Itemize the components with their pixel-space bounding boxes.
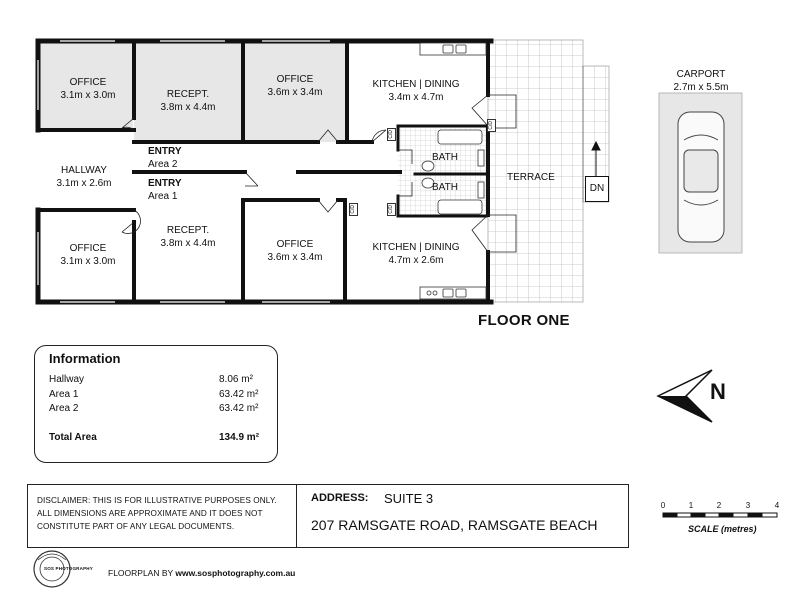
- room-dim: 3.4m x 4.7m: [388, 92, 444, 103]
- room-hallway: HALLWAY 3.1m x 2.6m: [44, 164, 124, 190]
- room-bath-bottom: BATH: [432, 181, 458, 194]
- room-dim: 3.8m x 4.4m: [160, 102, 216, 113]
- disclaimer-text: DISCLAIMER: THIS IS FOR ILLUSTRATIVE PUR…: [37, 496, 277, 531]
- floor-title: FLOOR ONE: [478, 312, 570, 329]
- scale-title: SCALE (metres): [688, 524, 757, 534]
- info-total-value: 134.9 m²: [219, 432, 260, 443]
- cupboard-tag-text: C/D: [488, 121, 494, 130]
- cupboard-tag: C/D: [387, 128, 396, 141]
- room-dim: 3.1m x 3.0m: [60, 90, 116, 101]
- room-dim: 3.1m x 3.0m: [60, 256, 116, 267]
- room-name: OFFICE: [69, 243, 107, 254]
- info-label: Hallway: [49, 374, 85, 385]
- room-dim: 3.6m x 3.4m: [267, 252, 323, 263]
- kitchen-counters: [419, 42, 487, 300]
- information-title: Information: [49, 351, 121, 366]
- room-dim: 3.1m x 2.6m: [56, 178, 112, 189]
- compass-north-letter: N: [710, 379, 726, 404]
- room-name: ENTRY: [148, 178, 182, 189]
- room-entry-area-1: ENTRY Area 1: [148, 177, 182, 203]
- info-total-label: Total Area: [49, 432, 97, 443]
- info-label: Area 2: [49, 403, 79, 414]
- room-name: OFFICE: [276, 74, 314, 85]
- windows: [37, 40, 330, 303]
- logo-text: SOS PHOTOGRAPHY: [44, 566, 93, 571]
- stairs-down-label: DN: [585, 176, 609, 202]
- room-entry-area-2: ENTRY Area 2: [148, 145, 182, 171]
- info-label: Area 1: [49, 389, 79, 400]
- room-name: CARPORT: [676, 69, 726, 80]
- room-dim: Area 2: [148, 159, 178, 170]
- room-carport: CARPORT 2.7m x 5.5m: [660, 68, 742, 94]
- cupboard-tag: C/D: [349, 203, 358, 216]
- room-office-top-left: OFFICE 3.1m x 3.0m: [44, 76, 132, 102]
- room-dim: 4.7m x 2.6m: [388, 255, 444, 266]
- room-office-bottom-left: OFFICE 3.1m x 3.0m: [44, 242, 132, 268]
- door-swings: [121, 94, 517, 253]
- room-dim: 3.8m x 4.4m: [160, 238, 216, 249]
- info-value: 63.42 m²: [219, 389, 259, 400]
- room-terrace: TERRACE: [507, 171, 555, 184]
- room-name: RECEPT.: [166, 89, 210, 100]
- bath-fixtures: [421, 129, 485, 215]
- cupboard-tag-text: C/D: [350, 205, 356, 214]
- sos-photography-logo: [33, 550, 71, 588]
- scale-tick-label: 0: [660, 501, 666, 510]
- compass-icon: [656, 369, 713, 423]
- scale-bar: [662, 512, 778, 518]
- room-dim: Area 1: [148, 191, 178, 202]
- address-suite: SUITE 3: [384, 491, 434, 506]
- carport: [658, 92, 743, 254]
- room-bath-top: BATH: [432, 151, 458, 164]
- cupboard-tag-text: C/D: [388, 205, 394, 214]
- footer-website-link[interactable]: www.sosphotography.com.au: [175, 568, 296, 578]
- scale-tick-label: 1: [688, 501, 694, 510]
- room-office-bottom: OFFICE 3.6m x 3.4m: [246, 238, 344, 264]
- room-recept-top: RECEPT. 3.8m x 4.4m: [138, 88, 238, 114]
- cupboard-tag: C/D: [387, 203, 396, 216]
- address-street: 207 RAMSGATE ROAD, RAMSGATE BEACH: [311, 517, 598, 533]
- footer-credit: FLOORPLAN BY www.sosphotography.com.au: [108, 568, 295, 578]
- room-name: BATH: [432, 152, 458, 163]
- info-value: 8.06 m²: [219, 374, 253, 385]
- room-name: TERRACE: [507, 172, 555, 183]
- room-kitchen-bottom: KITCHEN | DINING 4.7m x 2.6m: [358, 241, 474, 267]
- scale-tick-label: 2: [716, 501, 722, 510]
- room-office-top: OFFICE 3.6m x 3.4m: [246, 73, 344, 99]
- room-fills: [40, 42, 347, 142]
- room-name: BATH: [432, 182, 458, 193]
- room-dim: 3.6m x 3.4m: [267, 87, 323, 98]
- cupboard-tag-text: C/D: [388, 130, 394, 139]
- room-name: ENTRY: [148, 146, 182, 157]
- room-name: OFFICE: [69, 77, 107, 88]
- room-dim: 2.7m x 5.5m: [673, 82, 729, 93]
- room-name: RECEPT.: [166, 225, 210, 236]
- information-panel: Information Hallway 8.06 m² Area 1 63.42…: [34, 345, 278, 463]
- room-name: KITCHEN | DINING: [372, 79, 460, 90]
- scale-tick-label: 4: [774, 501, 780, 510]
- room-kitchen-top: KITCHEN | DINING 3.4m x 4.7m: [358, 78, 474, 104]
- room-name: OFFICE: [276, 239, 314, 250]
- scale-tick-label: 3: [745, 501, 751, 510]
- cupboard-tag: C/D: [487, 119, 496, 132]
- address-label: ADDRESS:: [311, 492, 369, 504]
- disclaimer-address-panel: DISCLAIMER: THIS IS FOR ILLUSTRATIVE PUR…: [27, 484, 629, 548]
- room-recept-bottom: RECEPT. 3.8m x 4.4m: [138, 224, 238, 250]
- disclaimer-section: DISCLAIMER: THIS IS FOR ILLUSTRATIVE PUR…: [28, 485, 297, 547]
- room-name: DN: [589, 183, 605, 194]
- car-icon: [677, 111, 725, 243]
- room-name: KITCHEN | DINING: [372, 242, 460, 253]
- footer-prefix: FLOORPLAN BY: [108, 568, 174, 578]
- room-name: HALLWAY: [61, 165, 107, 176]
- info-value: 63.42 m²: [219, 403, 259, 414]
